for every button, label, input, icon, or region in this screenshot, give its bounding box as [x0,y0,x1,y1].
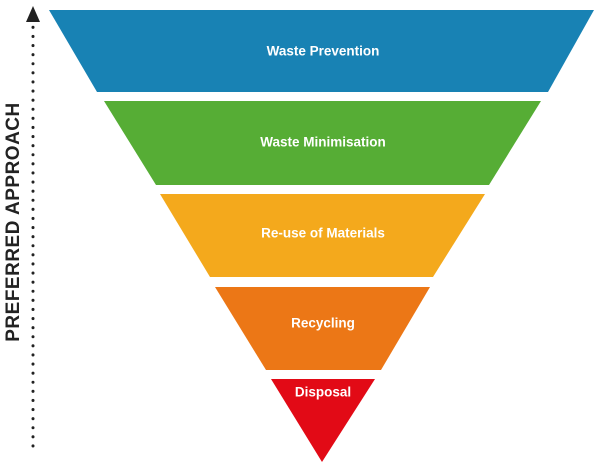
preferred-approach-axis: PREFERRED APPROACH [3,6,40,448]
tier-shape [215,287,430,370]
tier-waste-minimisation: Waste Minimisation [104,101,541,185]
tier-shape [104,101,541,185]
tier-shape [271,379,375,462]
arrow-up-icon [26,6,40,22]
tier-re-use-of-materials: Re-use of Materials [160,194,485,277]
tier-label: Waste Prevention [267,44,380,59]
tier-shape [49,10,594,92]
tier-recycling: Recycling [215,287,430,370]
tier-waste-prevention: Waste Prevention [49,10,594,92]
axis-label: PREFERRED APPROACH [3,102,24,342]
tier-label: Waste Minimisation [260,135,386,150]
tier-disposal: Disposal [271,379,375,462]
tier-label: Recycling [291,316,355,331]
tier-shape [160,194,485,277]
tier-label: Disposal [295,385,351,400]
tier-label: Re-use of Materials [261,226,385,241]
